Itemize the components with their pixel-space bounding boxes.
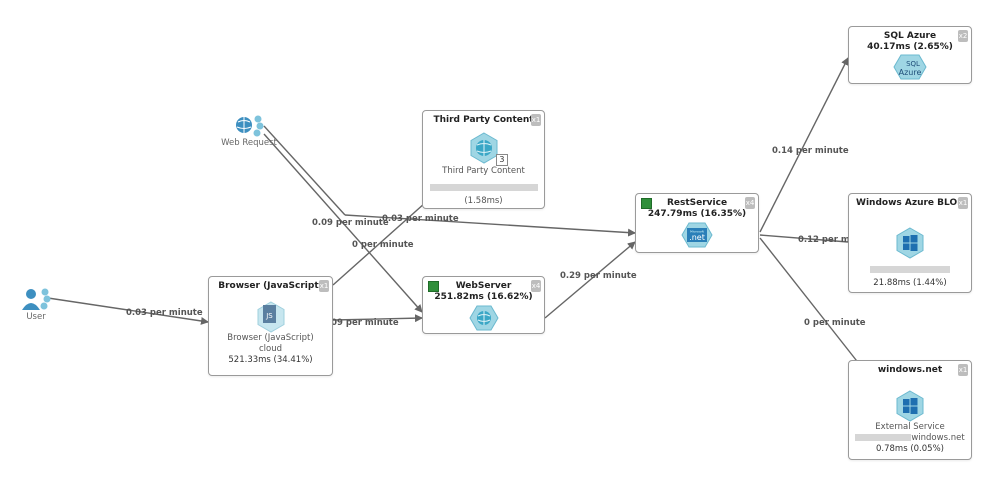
node-title: windows.net bbox=[877, 365, 943, 375]
node-subtitle: External Service bbox=[875, 422, 945, 432]
instance-count-badge: x4 bbox=[745, 197, 755, 209]
sql-azure-icon-text-2: Azure bbox=[899, 68, 922, 77]
actor-web-request[interactable]: Web Request bbox=[218, 112, 280, 148]
node-browser-javascript[interactable]: x1 Browser (JavaScript) JS Browser (Java… bbox=[208, 276, 333, 376]
edge-browser-webserver[interactable] bbox=[332, 314, 423, 323]
user-icon bbox=[22, 288, 51, 310]
javascript-file-icon: JS bbox=[257, 301, 284, 333]
redacted-text bbox=[429, 184, 538, 191]
actor-user[interactable]: User bbox=[12, 286, 60, 322]
web-request-label: Web Request bbox=[221, 138, 277, 148]
node-webserver[interactable]: x4 WebServer 251.82ms (16.62%) bbox=[422, 276, 545, 334]
node-restservice[interactable]: x4 RestService 247.79ms (16.35%) Microso… bbox=[635, 193, 759, 253]
instance-count-badge: x4 bbox=[531, 280, 541, 292]
instance-count-badge: x1 bbox=[319, 280, 329, 292]
edge-rest-sql[interactable] bbox=[759, 57, 849, 233]
edge-label-webrequest-rest: 0.03 per minute bbox=[382, 214, 459, 224]
node-subtitle-2: cloud bbox=[258, 344, 283, 354]
call-count-badge: 3 bbox=[496, 154, 508, 166]
node-title: WebServer bbox=[455, 281, 512, 291]
health-status-indicator bbox=[641, 198, 652, 209]
javascript-file-icon-text: JS bbox=[265, 312, 273, 320]
node-title: Third Party Content bbox=[433, 115, 534, 125]
edge-label-webrequest-zero: 0 per minute bbox=[352, 240, 414, 250]
edge-label-webrequest-webserver: 0.09 per minute bbox=[312, 218, 389, 228]
node-metric: 0.78ms (0.05%) bbox=[876, 444, 944, 454]
edge-browser-thirdparty[interactable] bbox=[332, 202, 426, 286]
edge-label-rest-blob: 0.12 per minute bbox=[798, 235, 875, 245]
instance-count-badge: x1 bbox=[958, 364, 968, 376]
edge-rest-windowsnet[interactable] bbox=[759, 237, 861, 366]
node-metric: 247.79ms (16.35%) bbox=[647, 209, 747, 219]
edge-label-rest-sql: 0.14 per minute bbox=[772, 146, 849, 156]
node-title: Browser (JavaScript) bbox=[218, 281, 323, 291]
instance-count-badge: x1 bbox=[958, 197, 968, 209]
edge-webrequest-rest-2[interactable] bbox=[344, 214, 636, 237]
edge-webrequest-webserver[interactable] bbox=[263, 133, 423, 313]
edge-webrequest-rest[interactable] bbox=[263, 125, 346, 216]
health-status-indicator bbox=[428, 281, 439, 292]
node-metric: 251.82ms (16.62%) bbox=[434, 292, 533, 302]
node-windows-azure-blob[interactable]: x1 Windows Azure BLOB 21.88ms (1.44%) bbox=[848, 193, 972, 293]
redacted-text bbox=[855, 434, 912, 441]
web-request-icon bbox=[236, 115, 264, 137]
globe-icon bbox=[470, 132, 497, 164]
node-metric: (1.58ms) bbox=[464, 196, 503, 206]
windows-icon bbox=[896, 227, 924, 259]
node-sql-azure[interactable]: x2 SQL Azure 40.17ms (2.65%) SQL Azure bbox=[848, 26, 972, 84]
dotnet-icon-caption: Microsoft bbox=[690, 230, 704, 234]
node-metric: 21.88ms (1.44%) bbox=[873, 278, 947, 288]
edge-label-user-browser: 0.03 per minute bbox=[126, 308, 203, 318]
node-subtitle-2: windows.net bbox=[911, 433, 965, 443]
globe-icon bbox=[468, 305, 499, 331]
edge-rest-blob[interactable] bbox=[759, 234, 849, 243]
node-subtitle: Browser (JavaScript) bbox=[227, 333, 314, 343]
edge-webserver-rest[interactable] bbox=[544, 241, 636, 319]
node-subtitle: Third Party Content bbox=[442, 166, 525, 176]
node-third-party-content[interactable]: x1 Third Party Content 3 Third Party Con… bbox=[422, 110, 545, 209]
node-metric: 40.17ms (2.65%) bbox=[867, 42, 953, 52]
node-title: RestService bbox=[666, 198, 728, 208]
sql-azure-icon: SQL Azure bbox=[893, 54, 927, 80]
dotnet-icon-text: .net bbox=[689, 233, 705, 242]
instance-count-badge: x2 bbox=[958, 30, 968, 42]
instance-count-badge: x1 bbox=[531, 114, 541, 126]
node-metric: 521.33ms (34.41%) bbox=[228, 355, 313, 365]
dotnet-icon: Microsoft .net bbox=[681, 222, 713, 248]
edge-label-rest-windowsnet: 0 per minute bbox=[804, 318, 866, 328]
redacted-text bbox=[870, 266, 950, 273]
windows-icon bbox=[896, 390, 924, 422]
sql-azure-icon-text-1: SQL bbox=[906, 60, 920, 68]
edge-user-browser[interactable] bbox=[47, 297, 209, 325]
node-title: Windows Azure BLOB bbox=[856, 198, 964, 208]
node-title: SQL Azure bbox=[883, 31, 937, 41]
user-label: User bbox=[26, 312, 46, 322]
node-windows-net[interactable]: x1 windows.net External Service windows.… bbox=[848, 360, 972, 460]
edge-label-webserver-rest: 0.29 per minute bbox=[560, 271, 637, 281]
edge-label-browser-webserver: 0.09 per minute bbox=[322, 318, 399, 328]
